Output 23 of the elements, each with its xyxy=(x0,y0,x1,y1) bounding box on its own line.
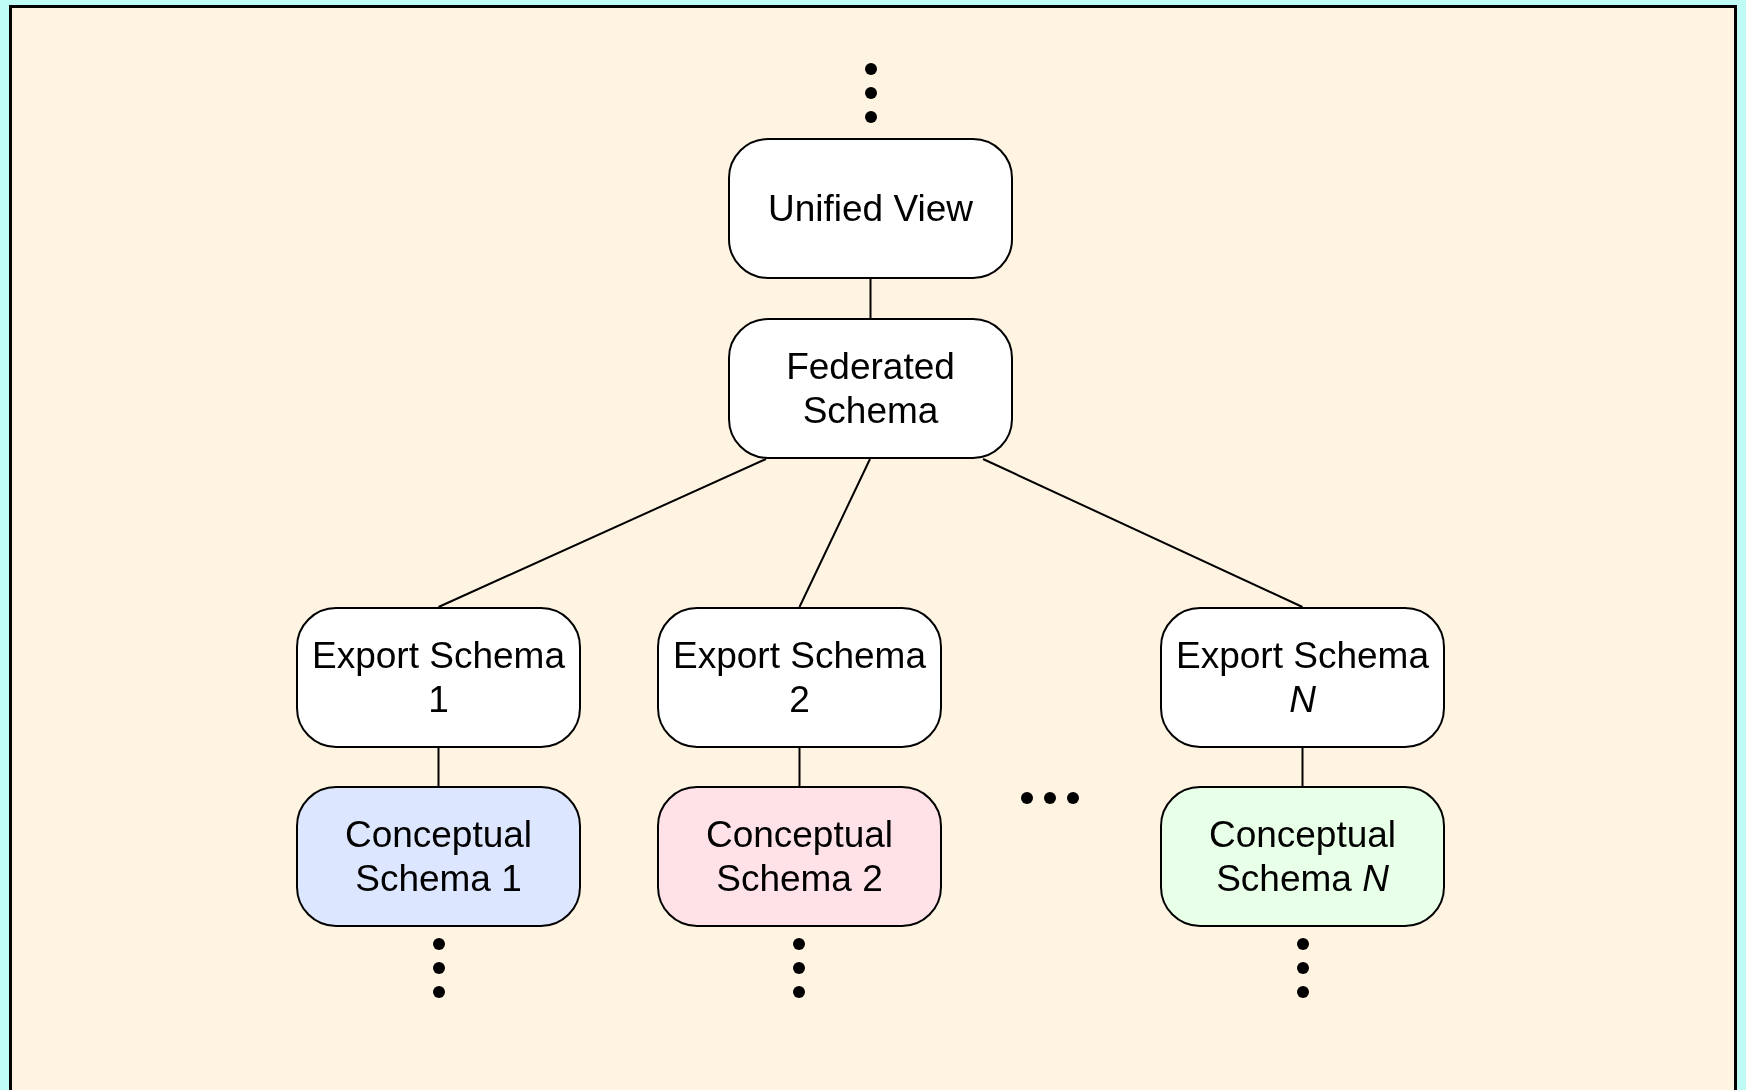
schema-box xyxy=(296,786,581,927)
box-label: Federated Schema xyxy=(785,344,956,433)
box-label: Export Schema 2 xyxy=(672,633,927,722)
connector-line xyxy=(437,747,440,787)
schema-box xyxy=(728,138,1013,279)
connector-line xyxy=(798,458,871,608)
connector-line xyxy=(982,458,1304,608)
connector-line xyxy=(869,278,872,319)
schema-box xyxy=(1160,786,1445,927)
connector-line xyxy=(798,747,801,787)
connector-line xyxy=(437,458,767,608)
box-label: Conceptual Schema N xyxy=(1207,812,1398,901)
schema-box xyxy=(1160,607,1445,748)
connector-line xyxy=(1301,747,1304,787)
schema-box xyxy=(296,607,581,748)
box-label: Export Schema N xyxy=(1175,633,1430,722)
box-label: Conceptual Schema 1 xyxy=(343,812,534,901)
schema-box xyxy=(657,607,942,748)
schema-box xyxy=(728,318,1013,459)
box-label: Export Schema 1 xyxy=(311,633,566,722)
schema-box xyxy=(657,786,942,927)
box-label: Unified View xyxy=(767,186,974,231)
box-label: Conceptual Schema 2 xyxy=(704,812,895,901)
